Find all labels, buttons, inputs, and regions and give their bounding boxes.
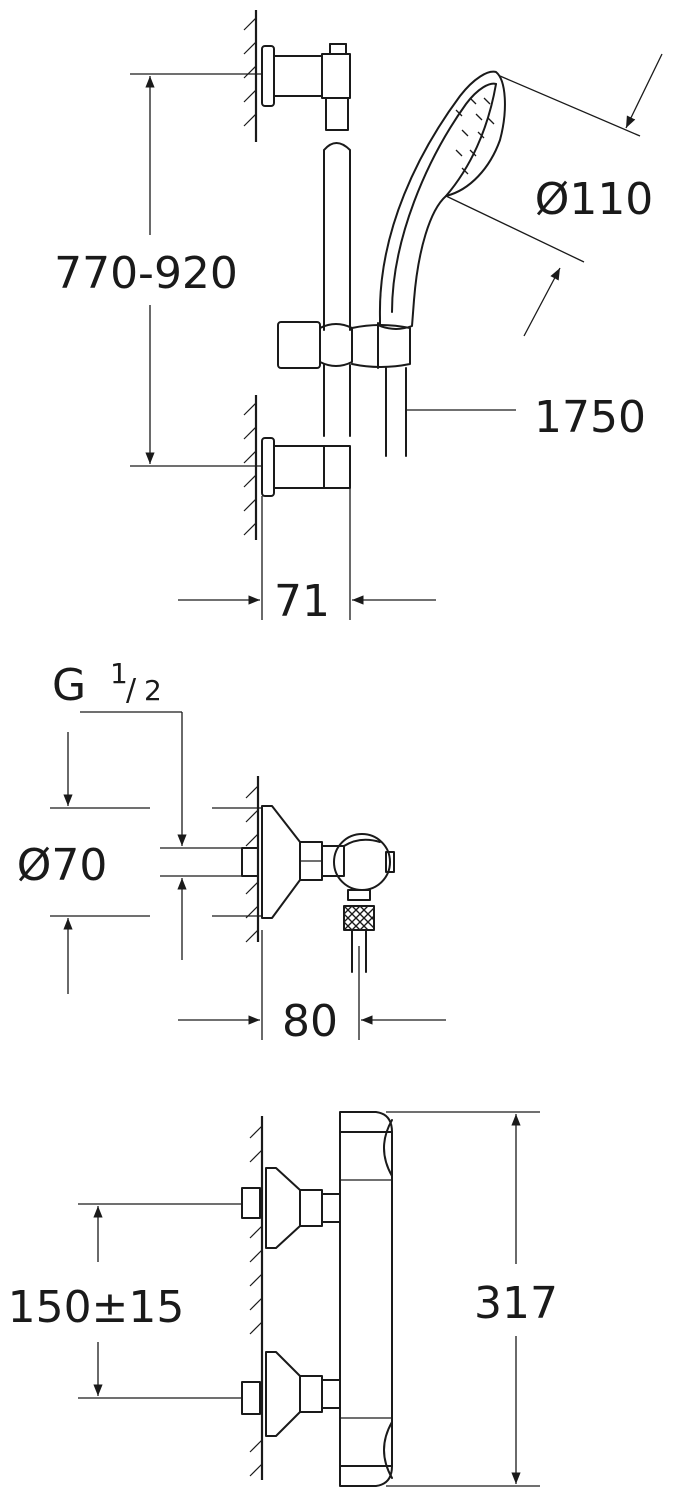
lower-inlet-connection bbox=[241, 1351, 341, 1437]
dim-wall-distance-label: 71 bbox=[274, 576, 330, 627]
outlet-fitting bbox=[343, 889, 375, 973]
thermostat-body bbox=[339, 1111, 393, 1487]
hand-shower bbox=[378, 70, 506, 330]
thread-slash: / bbox=[126, 673, 137, 708]
connection-thread-label: G 1 / 2 bbox=[52, 657, 187, 846]
thread-denominator: 2 bbox=[144, 674, 162, 707]
dim-hose-length-label: 1750 bbox=[534, 392, 646, 443]
upper-inlet-connection bbox=[241, 1167, 341, 1249]
dimension-wall-distance-71: 71 bbox=[178, 488, 436, 627]
dim-inlet-spacing-label: 150±15 bbox=[8, 1282, 185, 1333]
thread-letter: G bbox=[52, 660, 86, 711]
dim-head-diameter-label: Ø110 bbox=[535, 174, 654, 225]
dim-height-label: 770-920 bbox=[54, 248, 238, 299]
dimension-head-diameter: Ø110 bbox=[445, 53, 663, 337]
upper-wall-bracket bbox=[261, 43, 351, 131]
dimension-outlet-distance-80: 80 bbox=[178, 930, 446, 1047]
shower-rail bbox=[323, 142, 351, 437]
dim-rosette-diameter-label: Ø70 bbox=[17, 840, 108, 891]
rosette bbox=[261, 805, 301, 919]
wall-bottom bbox=[249, 1116, 264, 1480]
middle-view-thermostat-side: G 1 / 2 Ø70 80 bbox=[17, 657, 446, 1047]
thread-numerator: 1 bbox=[110, 657, 128, 690]
dimension-hose-length: 1750 bbox=[406, 392, 646, 443]
bottom-view-thermostat-front: 150±15 317 bbox=[8, 1111, 558, 1487]
dimension-height-770-920: 770-920 bbox=[54, 73, 262, 467]
wall-lower bbox=[243, 395, 258, 540]
wall-middle bbox=[245, 776, 260, 943]
dimension-rosette-diameter: Ø70 bbox=[17, 732, 262, 994]
shower-hose bbox=[385, 367, 407, 457]
dimension-body-height-317: 317 bbox=[386, 1111, 558, 1487]
wall-upper bbox=[243, 10, 258, 142]
lower-wall-bracket bbox=[261, 437, 351, 497]
top-view-shower-rail: 770-920 Ø110 1750 71 bbox=[54, 10, 663, 627]
dimension-inlet-spacing: 150±15 bbox=[8, 1203, 242, 1399]
dim-body-height-label: 317 bbox=[474, 1278, 558, 1329]
slider-holder bbox=[277, 321, 411, 369]
dim-outlet-distance-label: 80 bbox=[282, 996, 338, 1047]
